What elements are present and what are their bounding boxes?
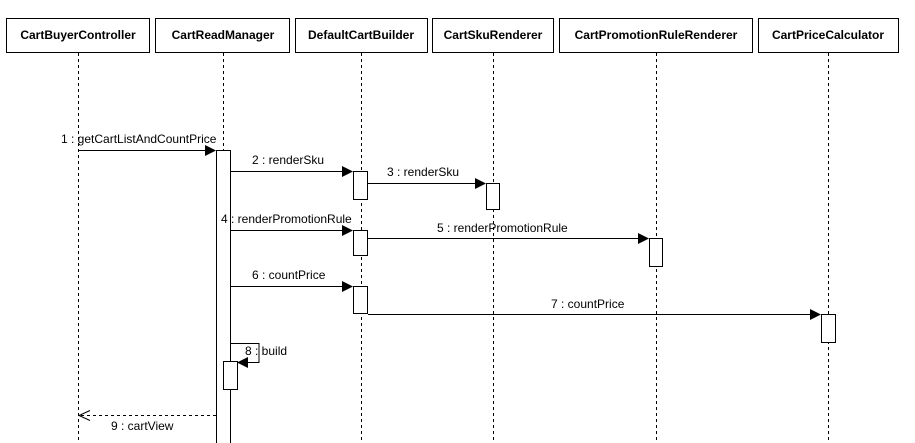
participant-cart-read-manager[interactable]: CartReadManager: [155, 18, 290, 53]
activation-cart-read-manager-nested: [223, 361, 238, 390]
participant-label: CartPromotionRuleRenderer: [575, 28, 738, 42]
message-6: 6 : countPrice: [231, 268, 353, 292]
message-5: 5 : renderPromotionRule: [368, 221, 649, 244]
message-label: 6 : countPrice: [252, 268, 326, 282]
participant-cart-promotion-rule-renderer[interactable]: CartPromotionRuleRenderer: [559, 18, 753, 53]
message-label: 5 : renderPromotionRule: [437, 221, 568, 235]
participant-label: CartReadManager: [172, 28, 275, 42]
participant-cart-sku-renderer[interactable]: CartSkuRenderer: [432, 18, 554, 53]
message-2: 2 : renderSku: [231, 153, 353, 177]
participant-label: CartSkuRenderer: [444, 28, 543, 42]
activation-cart-sku-renderer: [486, 183, 500, 210]
participant-label: CartBuyerController: [20, 28, 136, 42]
message-3: 3 : renderSku: [368, 165, 486, 189]
activation-cart-read-manager: [216, 150, 231, 443]
participant-cart-buyer-controller[interactable]: CartBuyerController: [6, 18, 150, 53]
activation-cart-price-calculator: [821, 314, 836, 343]
message-4: 4 : renderPromotionRule: [221, 212, 353, 236]
participant-label: DefaultCartBuilder: [308, 28, 414, 42]
message-label: 3 : renderSku: [387, 165, 459, 179]
message-label: 2 : renderSku: [252, 153, 324, 167]
message-7: 7 : countPrice: [368, 297, 821, 320]
activation-default-cart-builder: [353, 171, 368, 200]
participant-default-cart-builder[interactable]: DefaultCartBuilder: [295, 18, 428, 53]
activation-default-cart-builder: [353, 230, 368, 256]
activation-cart-promotion-rule-renderer: [649, 238, 663, 267]
participant-label: CartPriceCalculator: [772, 28, 884, 42]
message-label: 1 : getCartListAndCountPrice: [61, 132, 217, 146]
message-label: 7 : countPrice: [551, 297, 625, 311]
message-label: 4 : renderPromotionRule: [221, 212, 352, 226]
activation-default-cart-builder: [353, 286, 368, 314]
message-9: 9 : cartView: [77, 410, 216, 433]
message-label: 9 : cartView: [111, 419, 174, 433]
participant-cart-price-calculator[interactable]: CartPriceCalculator: [758, 18, 899, 53]
message-label: 8 : build: [245, 344, 287, 358]
message-8: 8 : build: [231, 343, 287, 368]
message-1: 1 : getCartListAndCountPrice: [61, 132, 217, 156]
